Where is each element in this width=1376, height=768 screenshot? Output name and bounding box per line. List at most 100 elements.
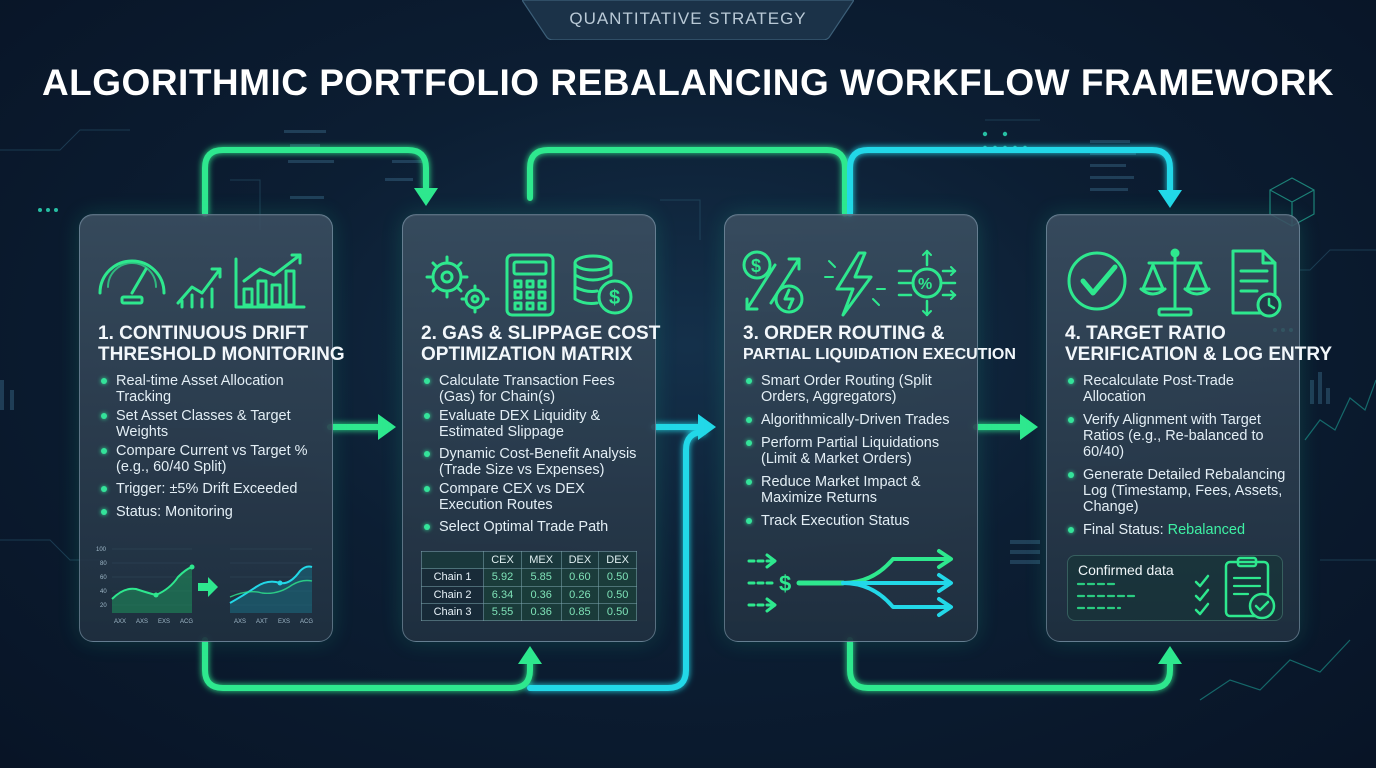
step-4-title-line2: VERIFICATION & LOG ENTRY <box>1065 344 1333 365</box>
lightning-icon <box>824 251 886 317</box>
matrix-row-label: Chain 1 <box>420 568 485 587</box>
chart-transition-arrow <box>198 577 218 597</box>
step-1-title: 1. CONTINUOUS DRIFT THRESHOLD MONITORING <box>98 323 345 365</box>
y-tick: 40 <box>100 589 107 595</box>
step-3-bullet: Perform Partial Liquidations (Limit & Ma… <box>743 435 971 467</box>
y-tick: 20 <box>100 603 107 609</box>
matrix-row-label: Chain 2 <box>420 585 485 604</box>
matrix-cell: 0.50 <box>598 568 637 587</box>
matrix-cell: 0.60 <box>560 568 600 587</box>
svg-text:$: $ <box>751 256 761 276</box>
clipboard-check-icon <box>1224 556 1276 620</box>
x-tick: AXS <box>136 619 148 625</box>
step-1-bullets: Real-time Asset Allocation Tracking Set … <box>98 373 326 520</box>
route-dollar-symbol: $ <box>779 571 791 596</box>
coins-icon: $ <box>573 254 633 315</box>
flow-top-2-to-3 <box>527 147 848 217</box>
x-tick: EXS <box>158 619 170 625</box>
percent-routing-icon: % <box>897 249 957 317</box>
document-clock-icon <box>1231 249 1282 318</box>
step-3-bullet: Smart Order Routing (Split Orders, Aggre… <box>743 373 971 405</box>
step-4-bullet: Generate Detailed Rebalancing Log (Times… <box>1065 467 1293 515</box>
step-2-bullet: Select Optimal Trade Path <box>421 519 649 535</box>
matrix-cell: 6.34 <box>483 585 522 604</box>
matrix-row: Chain 1 5.92 5.85 0.60 0.50 <box>420 568 637 587</box>
step-3-title: 3. ORDER ROUTING & PARTIAL LIQUIDATION E… <box>743 323 1016 365</box>
step-4-title-line1: 4. TARGET RATIO <box>1065 323 1226 344</box>
step-4-icons <box>1067 248 1282 318</box>
y-tick: 100 <box>96 547 107 553</box>
matrix-header-cell: DEX <box>560 550 600 570</box>
step-3-bullet: Algorithmically-Driven Trades <box>743 412 971 428</box>
svg-text:%: % <box>918 276 932 293</box>
step-2-title: 2. GAS & SLIPPAGE COST OPTIMIZATION MATR… <box>421 323 661 365</box>
calculator-icon <box>505 253 555 317</box>
step-2-bullet: Dynamic Cost-Benefit Analysis (Trade Siz… <box>421 446 649 478</box>
step-4-title: 4. TARGET RATIO VERIFICATION & LOG ENTRY <box>1065 323 1333 365</box>
matrix-cell: 5.92 <box>483 568 522 587</box>
step-2-bullet: Compare CEX vs DEX Execution Routes <box>421 481 649 513</box>
step-card-2: $ 2. GAS & SLIPPAGE COST OPTIMIZATION MA… <box>402 214 661 642</box>
step-card-3: $ % 3. <box>724 214 1016 642</box>
matrix-row-label: Chain 3 <box>420 602 485 622</box>
confirmed-data-panel: Confirmed data <box>1067 555 1283 621</box>
step-1-bullet: Real-time Asset Allocation Tracking <box>98 373 326 405</box>
y-tick: 80 <box>100 561 107 567</box>
flow-bottom-1-to-2 <box>202 637 533 691</box>
trend-up-icon <box>176 267 222 309</box>
step-3-bullet: Track Execution Status <box>743 513 971 529</box>
step-card-4: 4. TARGET RATIO VERIFICATION & LOG ENTRY… <box>1046 214 1333 642</box>
confirmed-data-graphic <box>1076 556 1276 620</box>
order-routing-split-graphic: $ <box>747 549 953 617</box>
matrix-cell: 0.50 <box>598 585 637 604</box>
flow-top-1-to-2 <box>202 147 429 217</box>
arrowhead-bottom-card4 <box>1158 646 1182 664</box>
matrix-cell: 0.26 <box>560 585 600 604</box>
step-3-title-line1: 3. ORDER ROUTING & <box>743 323 945 344</box>
flow-bottom-2-to-3 <box>527 429 707 691</box>
step-1-title-line1: 1. CONTINUOUS DRIFT <box>98 323 309 344</box>
step-1-bullet: Status: Monitoring <box>98 504 326 520</box>
current-allocation-area <box>112 567 192 613</box>
cost-matrix-table: CEX MEX DEX DEX Chain 1 5.92 5.85 0.60 0… <box>420 550 637 622</box>
matrix-cell: 0.50 <box>598 602 637 622</box>
flow-bottom-3-to-4 <box>847 637 1173 691</box>
target-allocation-area <box>230 566 312 613</box>
step-4-bullets: Recalculate Post-Trade Allocation Verify… <box>1065 373 1293 538</box>
step-2-bullets: Calculate Transaction Fees (Gas) for Cha… <box>421 373 649 535</box>
x-tick: AXX <box>114 619 126 625</box>
x-tick: AXS <box>234 619 246 625</box>
currency-exchange-icon: $ <box>742 250 804 314</box>
step-1-bullet: Trigger: ±5% Drift Exceeded <box>98 481 326 497</box>
step-3-bullets: Smart Order Routing (Split Orders, Aggre… <box>743 373 971 529</box>
header-tab-shape <box>522 0 854 40</box>
step-1-bullet: Set Asset Classes & Target Weights <box>98 408 326 440</box>
y-tick: 60 <box>100 575 107 581</box>
arrowhead-top-card4 <box>1158 190 1182 208</box>
matrix-cell: 5.85 <box>520 568 562 587</box>
x-tick: ACG <box>180 619 193 625</box>
x-tick: ACG <box>300 619 313 625</box>
step-2-bullet: Calculate Transaction Fees (Gas) for Cha… <box>421 373 649 405</box>
arrowhead-top-card2 <box>414 188 438 206</box>
header-tag: QUANTITATIVE STRATEGY <box>569 9 807 28</box>
matrix-header-cell: MEX <box>520 550 562 570</box>
step-1-title-line2: THRESHOLD MONITORING <box>98 344 345 365</box>
step-1-icons <box>98 253 306 309</box>
step-2-icons: $ <box>425 253 633 317</box>
bar-chart-up-icon <box>234 253 306 309</box>
step-4-bullet-final-status: Final Status: Rebalanced <box>1065 522 1293 538</box>
matrix-header-cell: CEX <box>483 550 522 570</box>
step-2-title-line1: 2. GAS & SLIPPAGE COST <box>421 323 661 344</box>
step-1-bullet: Compare Current vs Target % (e.g., 60/40… <box>98 443 326 475</box>
matrix-header-cell <box>420 550 485 570</box>
step-3-bullet: Reduce Market Impact & Maximize Returns <box>743 474 971 506</box>
balance-scale-icon <box>1139 248 1211 317</box>
final-status-label: Final Status: <box>1083 522 1164 538</box>
step-2-bullet: Evaluate DEX Liquidity & Estimated Slipp… <box>421 408 649 440</box>
page-title: ALGORITHMIC PORTFOLIO REBALANCING WORKFL… <box>41 62 1335 103</box>
speedometer-icon <box>98 259 166 305</box>
matrix-cell: 5.55 <box>483 602 522 622</box>
matrix-cell: 0.36 <box>520 585 562 604</box>
